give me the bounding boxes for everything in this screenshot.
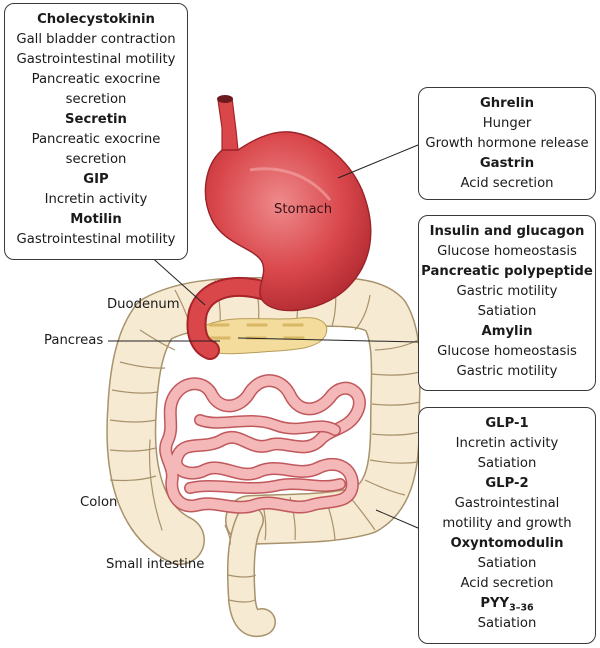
hormone-name: GLP-2 bbox=[485, 476, 529, 491]
pancreas-lobule bbox=[264, 323, 268, 327]
pancreas-texture bbox=[208, 323, 305, 340]
hormone-function: Satiation bbox=[477, 304, 537, 319]
colon-fold bbox=[349, 496, 376, 531]
colon-fold bbox=[109, 475, 157, 482]
hormone-function: motility and growth bbox=[442, 516, 572, 531]
hormone-name: PYY3–36 bbox=[480, 596, 534, 614]
hormone-function: Pancreatic exocrine bbox=[31, 132, 161, 147]
pancreas-label: Pancreas bbox=[44, 333, 104, 348]
hormone-function: Satiation bbox=[477, 556, 537, 571]
colon-label: Colon bbox=[80, 495, 118, 510]
hormone-function: Growth hormone release bbox=[425, 136, 589, 151]
colon bbox=[106, 276, 421, 638]
pancreas-lobule bbox=[301, 336, 305, 340]
hormone-name: Cholecystokinin bbox=[37, 12, 155, 27]
colon-fold bbox=[109, 447, 157, 452]
hormone-name: Insulin and glucagon bbox=[429, 224, 585, 239]
small-intestine bbox=[159, 374, 366, 514]
hormone-name: Gastrin bbox=[479, 156, 535, 171]
hormone-name: Ghrelin bbox=[479, 96, 535, 111]
hormone-function: Incretin activity bbox=[44, 192, 148, 207]
hormone-name: Secretin bbox=[65, 112, 127, 127]
hormone-name: Oxyntomodulin bbox=[450, 536, 564, 551]
hormone-function: Acid secretion bbox=[460, 176, 554, 191]
hormone-name: Amylin bbox=[481, 324, 533, 339]
colon-fold bbox=[111, 389, 159, 394]
small-intestine-label: Small intestine bbox=[106, 557, 205, 572]
stomach-label: Stomach bbox=[274, 202, 333, 217]
hormone-function: Satiation bbox=[477, 456, 537, 471]
colon-fold bbox=[371, 431, 421, 436]
hormone-function: Gastrointestinal motility bbox=[16, 52, 176, 67]
hormone-function: Glucose homeostasis bbox=[437, 244, 577, 259]
hormone-function: Hunger bbox=[482, 116, 532, 131]
colon-fold bbox=[374, 339, 419, 351]
colon-fold bbox=[228, 599, 256, 603]
hormone-function: Pancreatic exocrine bbox=[31, 72, 161, 87]
pancreas-lobule bbox=[300, 323, 304, 327]
pancreas-lobule bbox=[227, 336, 231, 340]
colon-fold bbox=[109, 419, 157, 423]
colon-fold bbox=[369, 459, 419, 464]
colon-fold bbox=[354, 294, 371, 331]
colon-fold bbox=[227, 574, 257, 578]
hormone-function: secretion bbox=[65, 92, 127, 107]
colon-fold bbox=[139, 329, 176, 351]
hormone-function: Gastrointestinal bbox=[454, 496, 560, 511]
hormone-function: Gastric motility bbox=[456, 284, 558, 299]
stomach bbox=[204, 131, 372, 312]
leader-lines bbox=[108, 144, 419, 529]
esophagus bbox=[217, 97, 239, 153]
hormone-function: Gastrointestinal motility bbox=[16, 232, 176, 247]
hormone-name: Motilin bbox=[70, 212, 122, 227]
hormone-function: Incretin activity bbox=[455, 436, 559, 451]
hormone-function: Gall bladder contraction bbox=[16, 32, 176, 47]
hormone-function: Gastric motility bbox=[456, 364, 558, 379]
hormone-function: Acid secretion bbox=[460, 576, 554, 591]
hormone-function: secretion bbox=[65, 152, 127, 167]
pancreas bbox=[199, 317, 328, 355]
hormone-function: Glucose homeostasis bbox=[437, 344, 577, 359]
colon-fold bbox=[364, 479, 406, 496]
hormone-function: Satiation bbox=[477, 616, 537, 631]
hormone-name: GLP-1 bbox=[485, 416, 529, 431]
colon-fold bbox=[371, 371, 421, 376]
duodenum-label: Duodenum bbox=[107, 297, 180, 312]
colon-fold bbox=[119, 361, 166, 369]
hormone-name: GIP bbox=[83, 172, 109, 187]
esophagus-opening bbox=[217, 95, 233, 103]
colon-fold bbox=[371, 401, 421, 406]
hormone-name: Pancreatic polypeptide bbox=[421, 264, 593, 279]
colon-fold bbox=[224, 524, 231, 546]
pancreas-lobule bbox=[226, 323, 230, 327]
